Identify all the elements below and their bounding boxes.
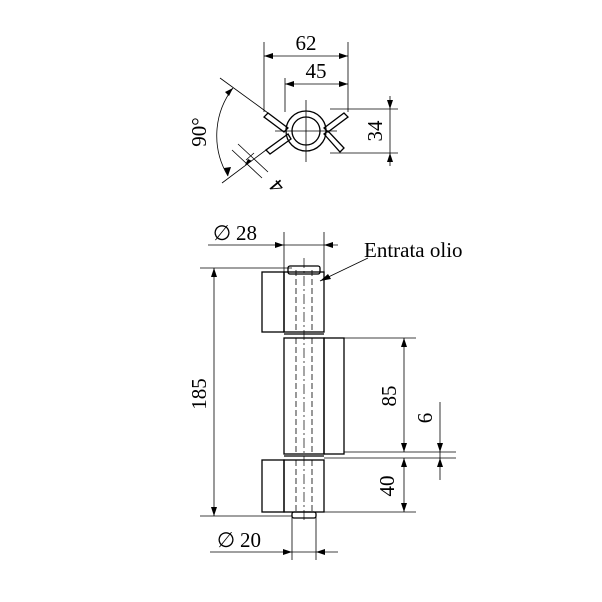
middle-knuckle — [283, 333, 345, 455]
dim-diameter-28-symbol: ∅ — [213, 221, 231, 245]
dim-45-label: 45 — [306, 59, 327, 83]
oil-inlet-callout: Entrata olio — [319, 238, 463, 282]
dim-40-label: 40 — [375, 476, 399, 497]
dim-4-label: 4 — [264, 174, 289, 198]
dim-6: 6 — [324, 402, 456, 480]
oil-inlet-label: Entrata olio — [364, 238, 463, 262]
dim-angle-label: 90° — [187, 117, 211, 146]
dim-diameter-28: ∅ 28 — [208, 221, 338, 272]
dim-34: 34 — [330, 96, 398, 166]
dim-45: 45 — [285, 59, 348, 87]
dim-angle-90: 90° — [187, 77, 269, 184]
dim-diameter-28-label: 28 — [236, 221, 257, 245]
side-view: ∅ 28 Entrata olio 185 85 — [187, 221, 463, 560]
dim-62-label: 62 — [296, 31, 317, 55]
dim-34-label: 34 — [363, 120, 387, 142]
dim-85-label: 85 — [377, 386, 401, 407]
dim-185-label: 185 — [187, 378, 211, 410]
dim-4: 4 — [231, 143, 289, 198]
dim-40: 40 — [324, 458, 416, 513]
dim-185: 185 — [187, 267, 292, 517]
dim-85: 85 — [344, 337, 456, 453]
dim-diameter-20: ∅ 20 — [210, 516, 338, 560]
dim-62: 62 — [264, 31, 348, 59]
top-knuckle — [261, 265, 325, 333]
bottom-knuckle — [261, 455, 325, 519]
dim-6-label: 6 — [413, 413, 437, 424]
top-view: 62 45 34 — [187, 31, 398, 198]
dim-diameter-20-symbol: ∅ — [217, 528, 235, 552]
hinge-cross-section — [263, 100, 349, 162]
dim-diameter-20-label: 20 — [240, 528, 261, 552]
